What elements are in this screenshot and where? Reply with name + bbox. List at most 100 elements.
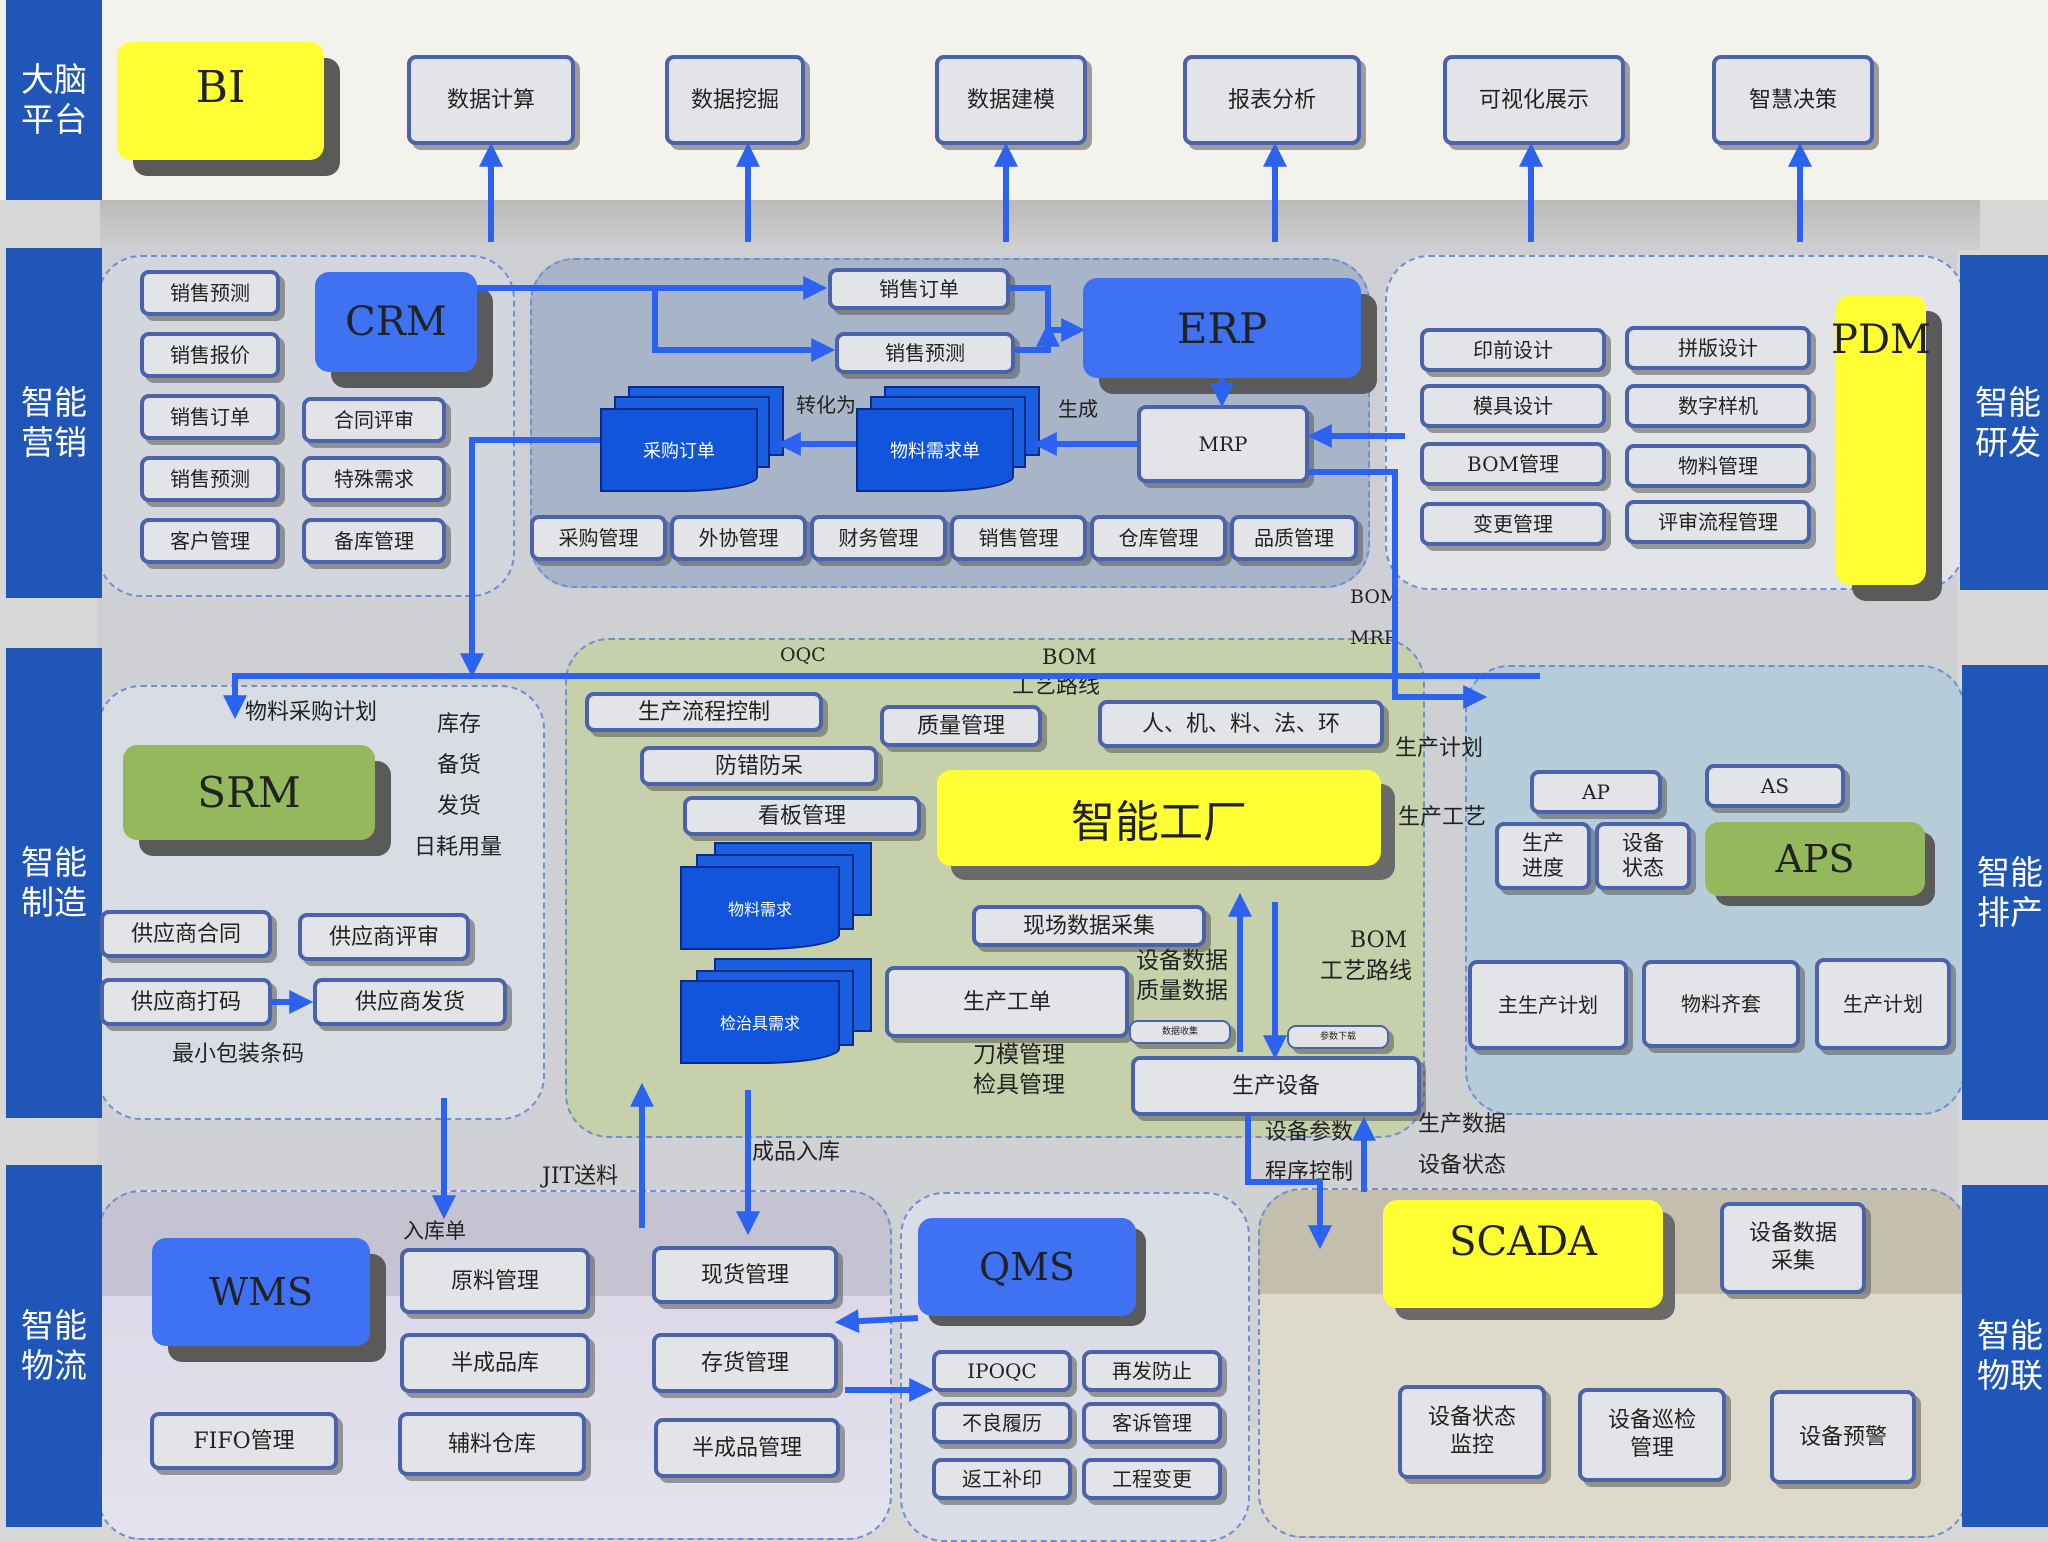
erp-purchase-order-doc[interactable]: 采购订单 — [600, 408, 758, 492]
aps-title: APS — [1775, 837, 1855, 881]
crm-item-stock-mgmt[interactable]: 备库管理 — [302, 518, 446, 564]
srm-min-pack-label: 最小包装条码 — [172, 1042, 305, 1067]
qms-item-ipoqc[interactable]: IPOQC — [932, 1350, 1072, 1392]
wms-item-auxiliary[interactable]: 辅料仓库 — [398, 1412, 586, 1476]
wms-finished-label: 成品入库 — [752, 1140, 841, 1165]
srm-stock-label: 库存 — [437, 712, 482, 737]
pdm-item-bom-mgmt[interactable]: BOM管理 — [1420, 442, 1606, 486]
qms-item-defect-history[interactable]: 不良履历 — [932, 1402, 1072, 1444]
factory-flow-control[interactable]: 生产流程控制 — [585, 692, 823, 732]
crm-item-customer-mgmt[interactable]: 客户管理 — [140, 518, 280, 564]
wms-item-inventory[interactable]: 存货管理 — [652, 1333, 838, 1393]
factory-production-equipment[interactable]: 生产设备 — [1131, 1056, 1421, 1116]
wms-item-semi-store[interactable]: 半成品库 — [400, 1333, 590, 1393]
erp-module-finance[interactable]: 财务管理 — [810, 515, 947, 561]
aps-as[interactable]: AS — [1705, 764, 1845, 808]
scada-item-inspection-mgmt[interactable]: 设备巡检管理 — [1578, 1388, 1726, 1482]
bi-item-data-mining[interactable]: 数据挖掘 — [665, 55, 805, 145]
aps-progress-line1: 生产 — [1522, 831, 1564, 855]
erp-mrp[interactable]: MRP — [1137, 405, 1309, 483]
crm-item-sales-forecast[interactable]: 销售预测 — [140, 270, 280, 316]
scada-inspection-line1: 设备巡检 — [1607, 1408, 1696, 1433]
scada-item-equipment-alert[interactable]: 设备预警 — [1770, 1390, 1916, 1484]
wms-item-semi-mgmt[interactable]: 半成品管理 — [654, 1418, 840, 1478]
crm-item-special-demand[interactable]: 特殊需求 — [302, 456, 446, 502]
aps-status-line2: 状态 — [1622, 856, 1664, 880]
wms-item-fifo[interactable]: FIFO管理 — [150, 1412, 338, 1470]
pdm-item-mold-design[interactable]: 模具设计 — [1420, 384, 1606, 428]
pdm-block: PDM — [1831, 295, 1931, 585]
qms-item-complaint-mgmt[interactable]: 客诉管理 — [1082, 1402, 1222, 1444]
flow-label-production-plan: 生产计划 — [1395, 736, 1484, 761]
scada-status-line2: 监控 — [1449, 1433, 1494, 1458]
aps-item-material-kit[interactable]: 物料齐套 — [1642, 960, 1800, 1048]
pdm-item-review-flow[interactable]: 评审流程管理 — [1625, 500, 1811, 544]
crm-item-contract-review[interactable]: 合同评审 — [302, 397, 446, 443]
pdm-item-material-mgmt[interactable]: 物料管理 — [1625, 444, 1811, 488]
crm-block: CRM — [315, 272, 477, 372]
scada-data-collect-line2: 采集 — [1770, 1249, 1815, 1274]
crm-item-sales-order[interactable]: 销售订单 — [140, 394, 280, 440]
arrow-qms-to-inventory — [834, 1309, 919, 1334]
bi-item-report-analysis[interactable]: 报表分析 — [1183, 55, 1361, 145]
arrow-po-to-srm — [460, 437, 600, 678]
qms-item-recurrence-prevention[interactable]: 再发防止 — [1082, 1350, 1222, 1392]
aps-item-production-plan[interactable]: 生产计划 — [1815, 958, 1951, 1050]
factory-kanban[interactable]: 看板管理 — [683, 796, 921, 836]
flow-label-bom-route: BOM — [1042, 645, 1097, 669]
bi-item-visualization[interactable]: 可视化展示 — [1443, 55, 1625, 145]
factory-quality-mgmt[interactable]: 质量管理 — [880, 705, 1042, 747]
aps-progress[interactable]: 生产进度 — [1495, 822, 1591, 890]
erp-module-sales[interactable]: 销售管理 — [950, 515, 1087, 561]
erp-sales-order[interactable]: 销售订单 — [828, 268, 1010, 310]
wms-item-spot-goods[interactable]: 现货管理 — [652, 1246, 838, 1304]
factory-work-order[interactable]: 生产工单 — [885, 966, 1129, 1038]
pdm-item-prepress[interactable]: 印前设计 — [1420, 328, 1606, 372]
crm-item-sales-forecast-2[interactable]: 销售预测 — [140, 456, 280, 502]
scada-item-status-monitor[interactable]: 设备状态监控 — [1398, 1385, 1546, 1479]
bi-item-data-modeling[interactable]: 数据建模 — [935, 55, 1087, 145]
factory-material-demand-doc[interactable]: 物料需求 — [680, 866, 840, 950]
factory-gauge-demand-doc[interactable]: 检治具需求 — [680, 980, 840, 1064]
factory-param-download-small[interactable]: 参数下载 — [1287, 1025, 1389, 1049]
srm-item-supplier-review[interactable]: 供应商评审 — [298, 913, 470, 961]
arrow-crm-to-sales-forecast — [652, 288, 836, 362]
aps-block: APS — [1705, 822, 1925, 896]
pdm-item-digital-prototype[interactable]: 数字样机 — [1625, 384, 1811, 428]
pdm-item-change-mgmt[interactable]: 变更管理 — [1420, 502, 1606, 546]
srm-item-supplier-contract[interactable]: 供应商合同 — [100, 910, 272, 958]
erp-material-demand-doc[interactable]: 物料需求单 — [856, 408, 1014, 492]
qms-item-rework-reprint[interactable]: 返工补印 — [932, 1458, 1072, 1500]
factory-block: 智能工厂 — [937, 770, 1381, 866]
qms-item-engineering-change[interactable]: 工程变更 — [1082, 1458, 1222, 1500]
wms-item-raw-material[interactable]: 原料管理 — [400, 1248, 590, 1314]
aps-item-master-plan[interactable]: 主生产计划 — [1468, 960, 1628, 1050]
scada-data-collect[interactable]: 设备数据采集 — [1720, 1202, 1866, 1294]
erp-module-warehouse[interactable]: 仓库管理 — [1090, 515, 1227, 561]
crm-item-sales-quote[interactable]: 销售报价 — [140, 332, 280, 378]
flow-label-bom: BOM — [1350, 586, 1400, 608]
aps-ap[interactable]: AP — [1530, 770, 1662, 814]
side-label-scheduling: 智能排产 — [1962, 665, 2048, 1120]
factory-title: 智能工厂 — [1071, 797, 1247, 848]
erp-module-quality[interactable]: 品质管理 — [1230, 515, 1358, 561]
erp-module-outsourcing[interactable]: 外协管理 — [670, 515, 807, 561]
bi-item-data-compute[interactable]: 数据计算 — [407, 55, 575, 145]
side-label-logistics: 智能物流 — [6, 1165, 102, 1527]
srm-title: SRM — [197, 768, 301, 817]
factory-onsite-data[interactable]: 现场数据采集 — [972, 905, 1206, 947]
flow-label-production-process: 生产工艺 — [1398, 805, 1487, 830]
erp-sales-forecast[interactable]: 销售预测 — [835, 332, 1015, 374]
srm-item-supplier-label[interactable]: 供应商打码 — [100, 978, 272, 1026]
factory-five-factors[interactable]: 人、机、料、法、环 — [1098, 700, 1384, 748]
erp-module-purchase[interactable]: 采购管理 — [530, 515, 667, 561]
arrow-sales-order-to-erp — [1010, 285, 1086, 342]
crm-title: CRM — [345, 299, 447, 345]
arrow-mrp-to-aps — [1309, 469, 1488, 709]
factory-equip-data-label: 设备数据 — [1136, 948, 1228, 974]
srm-item-supplier-ship[interactable]: 供应商发货 — [313, 978, 507, 1026]
pdm-item-imposition[interactable]: 拼版设计 — [1625, 326, 1811, 370]
factory-data-collect-small[interactable]: 数据收集 — [1129, 1020, 1231, 1044]
aps-status[interactable]: 设备状态 — [1595, 822, 1691, 890]
factory-error-proofing[interactable]: 防错防呆 — [640, 746, 878, 786]
